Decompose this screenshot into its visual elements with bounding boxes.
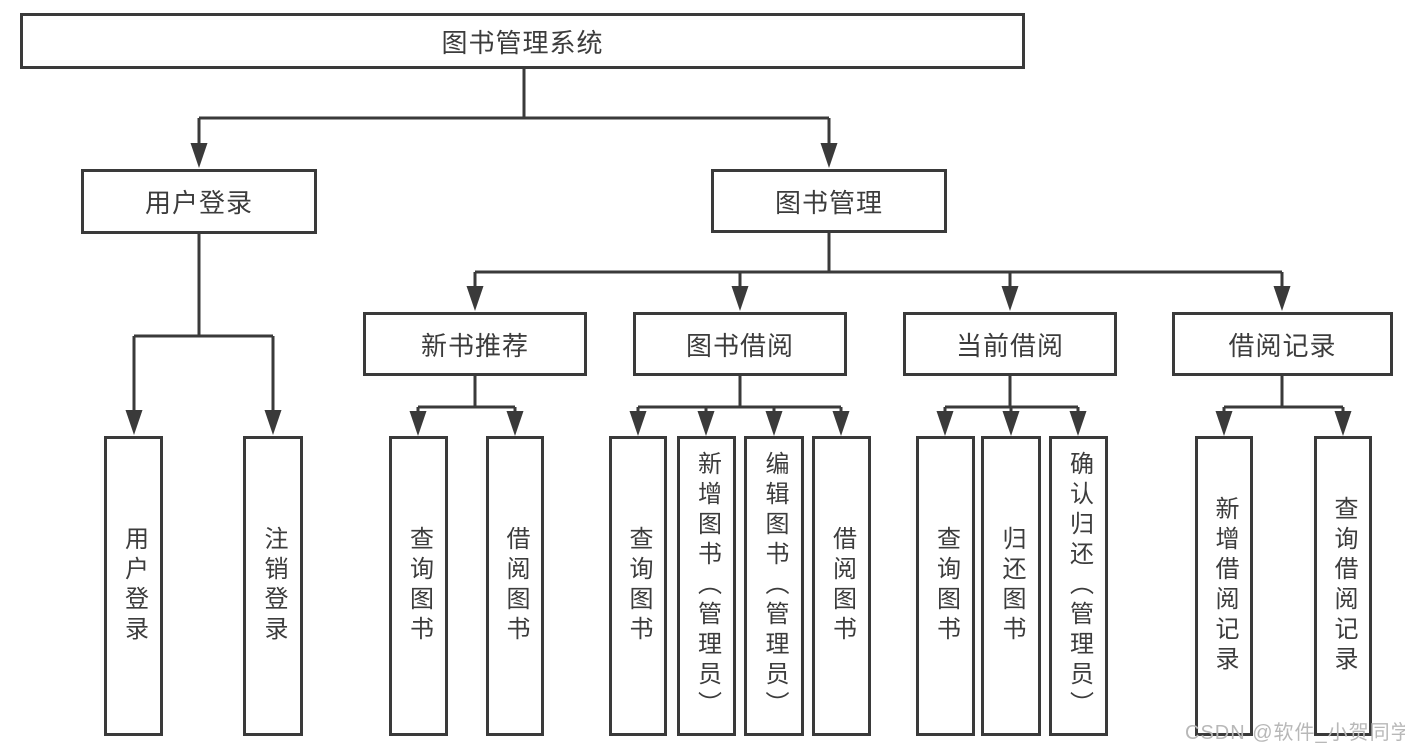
leaf-borrow-borrow-books-label: 借阅图书: [828, 526, 856, 646]
arrow-down-icon: [1334, 411, 1352, 436]
arrow-down-icon: [1001, 286, 1019, 311]
arrow-down-icon: [820, 143, 838, 168]
leaf-records-add-record-label: 新增借阅记录: [1211, 496, 1238, 676]
leaf-borrow-query-books-label: 查询图书: [625, 526, 652, 646]
arrow-down-icon: [1069, 411, 1087, 436]
node-new-book-recommendation-label: 新书推荐: [420, 330, 529, 361]
arrow-down-icon: [125, 410, 143, 435]
arrow-down-icon: [936, 411, 954, 436]
node-book-management: 图书管理: [711, 169, 947, 233]
node-user-login: 用户登录: [81, 169, 317, 234]
leaf-current-query-books: 查询图书: [916, 436, 975, 736]
arrow-down-icon: [1215, 411, 1233, 436]
arrow-down-icon: [264, 410, 282, 435]
arrow-down-icon: [697, 411, 715, 436]
leaf-user-login: 用户登录: [104, 436, 163, 736]
arrow-down-icon: [409, 411, 427, 436]
leaf-records-add-record: 新增借阅记录: [1195, 436, 1253, 736]
node-root: 图书管理系统: [20, 13, 1025, 69]
arrow-down-icon: [506, 411, 524, 436]
arrow-down-icon: [1002, 411, 1020, 436]
leaf-logout: 注销登录: [243, 436, 303, 736]
arrow-down-icon: [731, 286, 749, 311]
leaf-user-login-label: 用户登录: [120, 526, 148, 646]
arrow-down-icon: [1273, 286, 1291, 311]
leaf-current-return-books-label: 归还图书: [998, 526, 1025, 646]
leaf-logout-label: 注销登录: [260, 526, 287, 646]
leaf-records-query-record: 查询借阅记录: [1314, 436, 1372, 736]
arrow-down-icon: [466, 286, 484, 311]
arrow-down-icon: [832, 411, 850, 436]
node-book-borrowing: 图书借阅: [633, 312, 847, 376]
leaf-records-query-record-label: 查询借阅记录: [1330, 496, 1357, 676]
node-root-label: 图书管理系统: [441, 27, 604, 58]
leaf-current-confirm-return-admin-label: 确认归还（管理员）: [1065, 451, 1093, 721]
leaf-current-confirm-return-admin: 确认归还（管理员）: [1049, 436, 1108, 736]
leaf-borrow-query-books: 查询图书: [609, 436, 667, 736]
leaf-borrow-add-books-admin-label: 新增图书（管理员）: [693, 451, 721, 721]
leaf-current-query-books-label: 查询图书: [932, 526, 960, 646]
node-new-book-recommendation: 新书推荐: [363, 312, 587, 376]
leaf-borrow-borrow-books: 借阅图书: [812, 436, 871, 736]
arrow-down-icon: [629, 411, 647, 436]
leaf-borrow-add-books-admin: 新增图书（管理员）: [677, 436, 736, 736]
node-borrowing-records: 借阅记录: [1172, 312, 1393, 376]
leaf-borrow-edit-books-admin-label: 编辑图书（管理员）: [761, 451, 788, 721]
node-borrowing-records-label: 借阅记录: [1228, 330, 1337, 361]
leaf-borrow-edit-books-admin: 编辑图书（管理员）: [744, 436, 804, 736]
node-current-borrowing: 当前借阅: [903, 312, 1117, 376]
leaf-recommend-query-books-label: 查询图书: [405, 526, 433, 646]
leaf-recommend-borrow-books: 借阅图书: [486, 436, 544, 736]
leaf-current-return-books: 归还图书: [981, 436, 1041, 736]
node-current-borrowing-label: 当前借阅: [955, 330, 1064, 361]
leaf-recommend-borrow-books-label: 借阅图书: [502, 526, 529, 646]
csdn-watermark: CSDN @软件_小贺同学: [1185, 722, 1405, 744]
node-book-borrowing-label: 图书借阅: [685, 330, 794, 361]
node-user-login-label: 用户登录: [144, 188, 253, 218]
leaf-recommend-query-books: 查询图书: [389, 436, 448, 736]
arrow-down-icon: [190, 143, 208, 168]
node-book-management-label: 图书管理: [774, 187, 883, 218]
arrow-down-icon: [765, 411, 783, 436]
